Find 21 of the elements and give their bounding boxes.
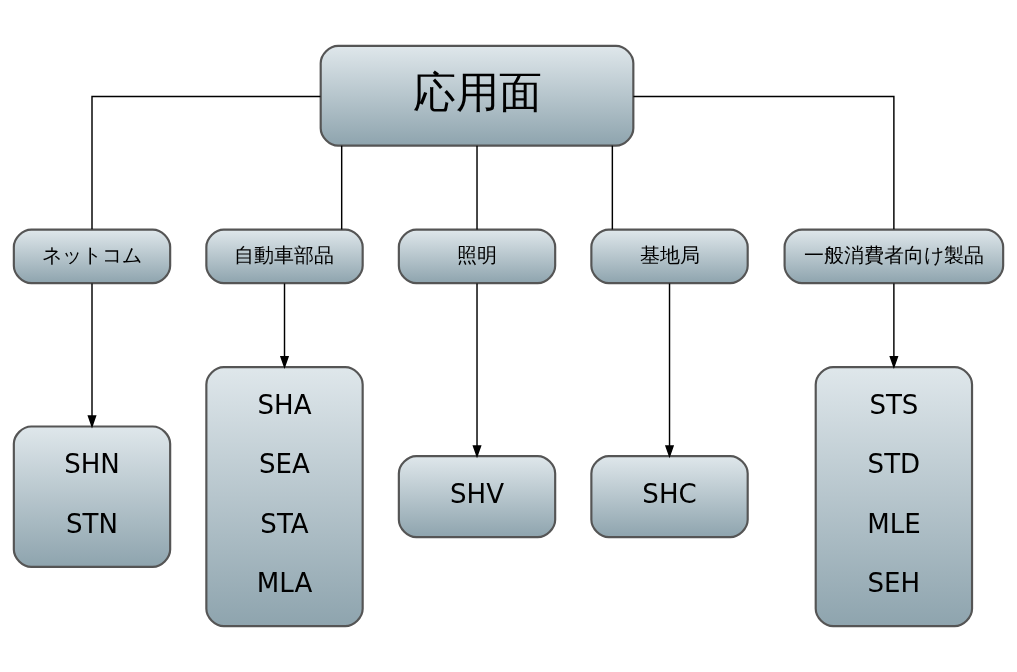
node-box: ネットコム	[12, 228, 172, 285]
node-box: 基地局	[590, 228, 749, 285]
arrow	[279, 282, 290, 370]
connector	[91, 95, 322, 230]
node-box: SHN STN	[12, 425, 172, 568]
arrow	[472, 282, 482, 459]
arrow	[664, 282, 675, 459]
node-box: SHA SEA STA MLA	[205, 366, 364, 628]
connector	[632, 95, 895, 230]
connector	[611, 144, 614, 231]
node-box: SHC	[590, 455, 749, 539]
arrow	[87, 282, 97, 429]
node-box: STS STD MLE SEH	[814, 366, 974, 628]
connector	[476, 144, 478, 231]
node-box: 応用面	[319, 44, 635, 147]
node-box: 照明	[397, 228, 557, 285]
node-box: 一般消費者向け製品	[783, 228, 1005, 285]
node-box: SHV	[397, 455, 557, 539]
node-box: 自動車部品	[205, 228, 364, 285]
connector	[340, 144, 343, 231]
arrow	[889, 282, 899, 370]
